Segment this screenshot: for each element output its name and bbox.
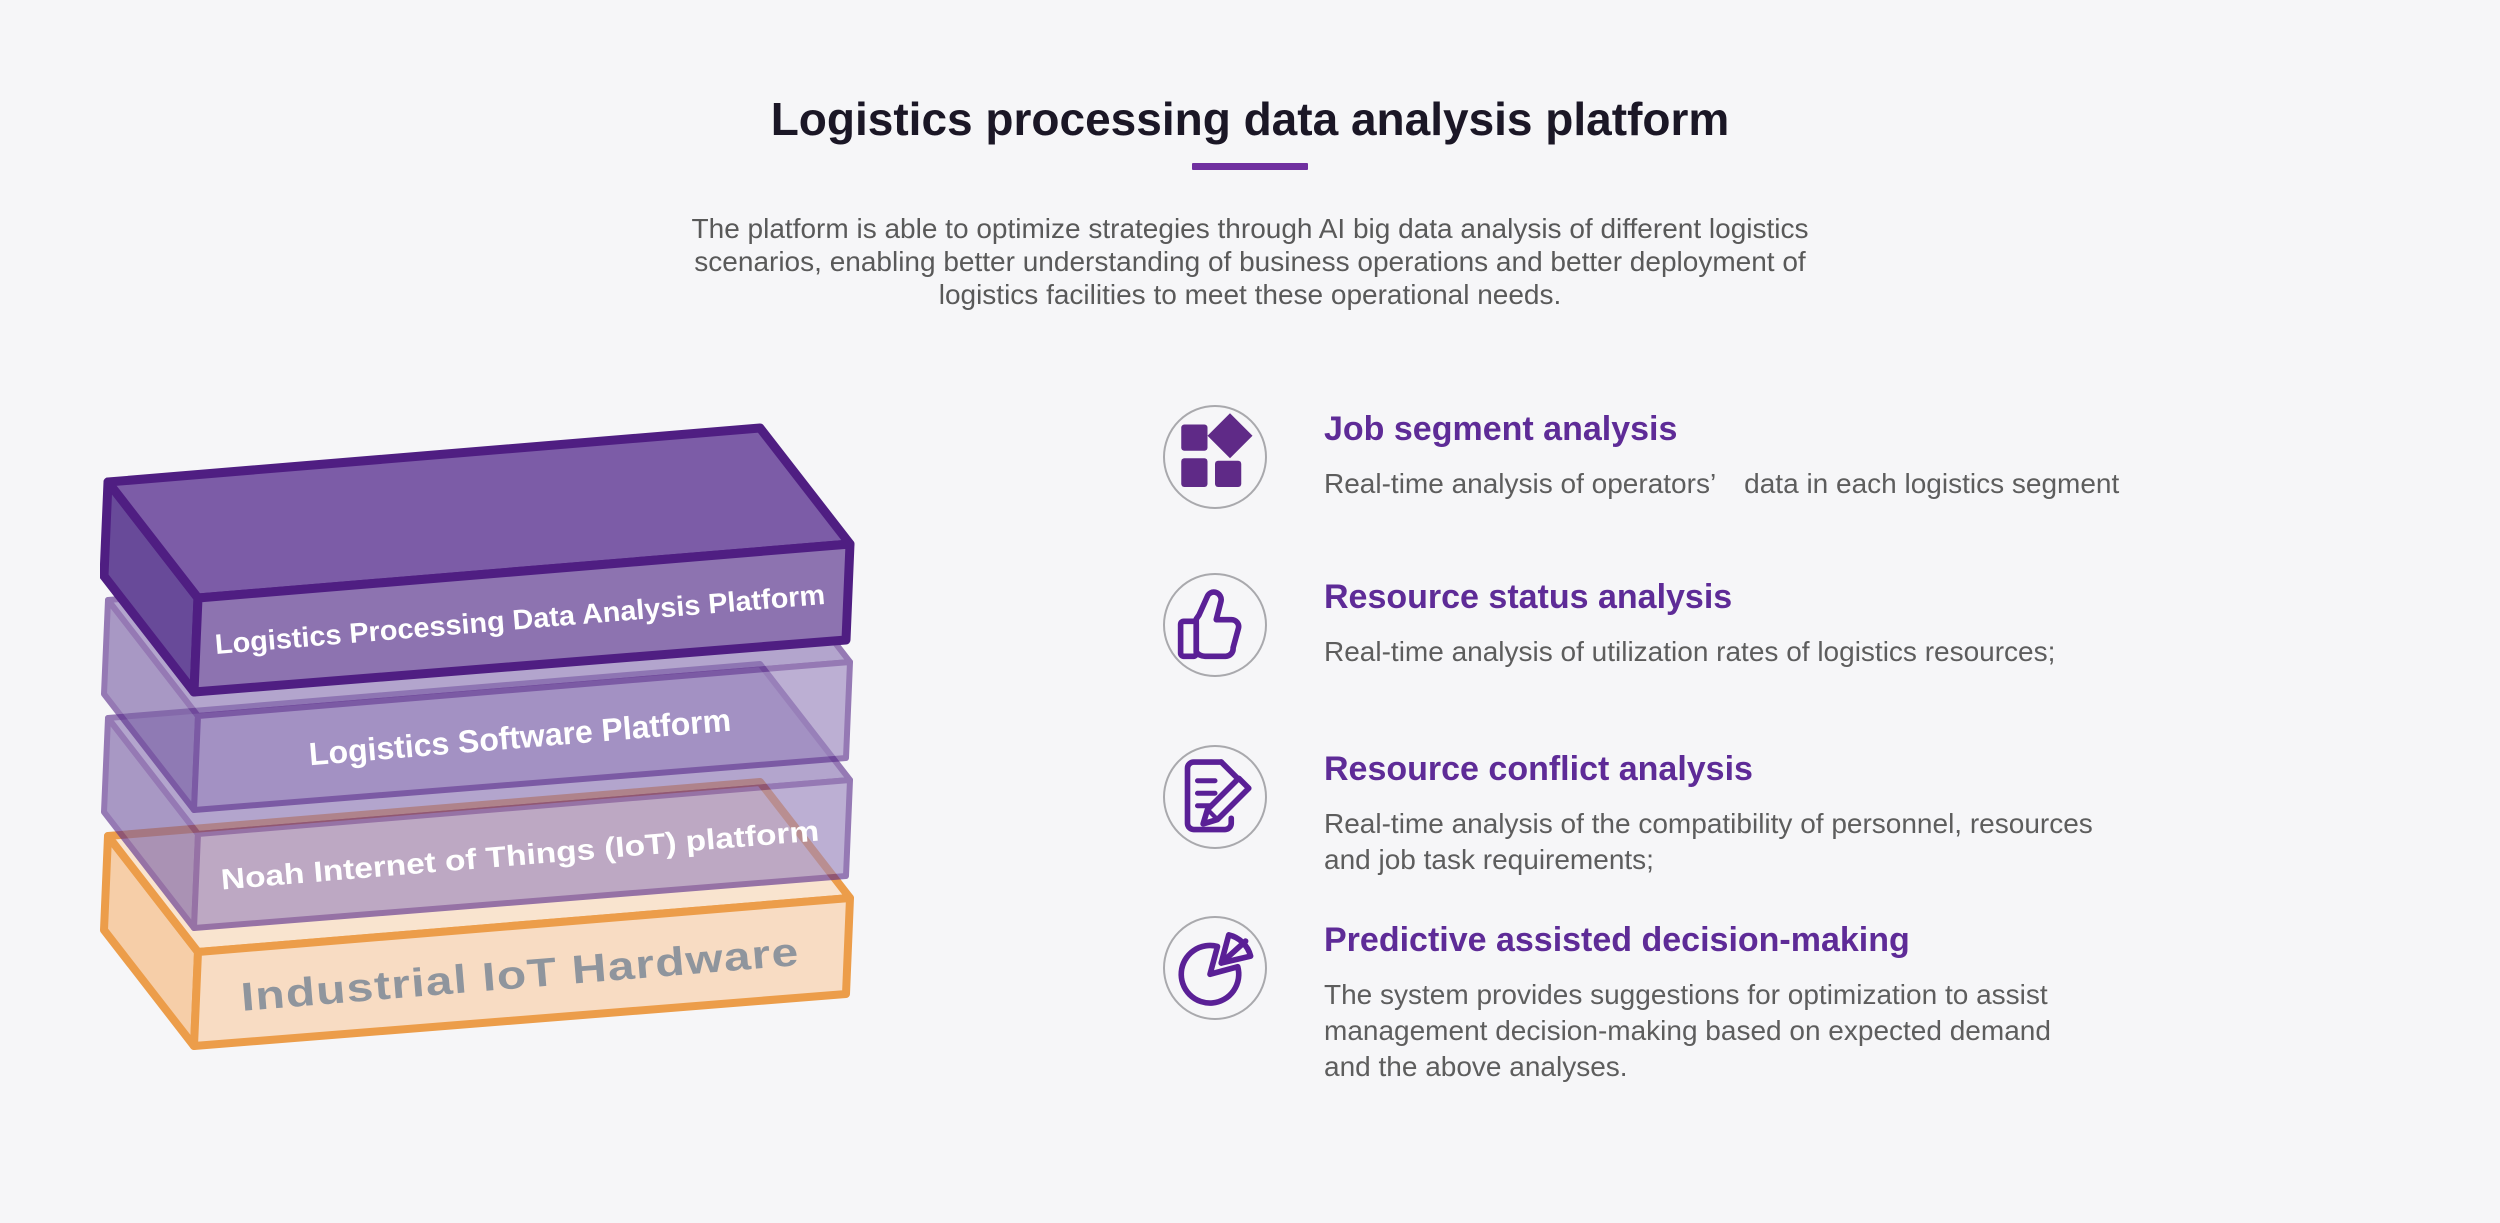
- feature-title: Predictive assisted decision-making: [1324, 921, 1910, 959]
- feature-title: Resource conflict analysis: [1324, 750, 1753, 788]
- pie-chart-icon: [1163, 916, 1267, 1020]
- grid-squares-icon: [1163, 405, 1267, 509]
- title-underline: [1192, 163, 1308, 170]
- feature-row-predictive-decision: Predictive assisted decision-making The …: [1163, 916, 2051, 1084]
- feature-title: Job segment analysis: [1324, 410, 1678, 448]
- feature-description: Real-time analysis of operators’ data in…: [1324, 468, 2120, 499]
- intro-paragraph: The platform is able to optimize strateg…: [691, 213, 1809, 311]
- feature-title: Resource status analysis: [1324, 578, 1733, 616]
- feature-list: Job segment analysis Real-time analysis …: [1163, 405, 2413, 1165]
- feature-description: Real-time analysis of utilization rates …: [1324, 636, 2056, 667]
- feature-description: The system provides suggestions for opti…: [1324, 979, 2051, 1082]
- feature-row-resource-conflict: Resource conflict analysis Real-time ana…: [1163, 745, 2093, 878]
- feature-description: Real-time analysis of the compatibility …: [1324, 808, 2093, 875]
- document-pencil-icon: [1163, 745, 1267, 849]
- page-title: Logistics processing data analysis platf…: [770, 93, 1730, 145]
- thumbs-up-icon: [1163, 573, 1267, 677]
- header: Logistics processing data analysis platf…: [0, 92, 2500, 170]
- feature-row-resource-status: Resource status analysis Real-time analy…: [1163, 573, 2055, 677]
- stack-layer-analysis: Logistics Processing Data Analysis Platf…: [100, 423, 855, 697]
- feature-row-job-segment: Job segment analysis Real-time analysis …: [1163, 405, 2119, 509]
- platform-stack-diagram: Industrial IoT Hardware Noah Internet of…: [100, 423, 855, 1050]
